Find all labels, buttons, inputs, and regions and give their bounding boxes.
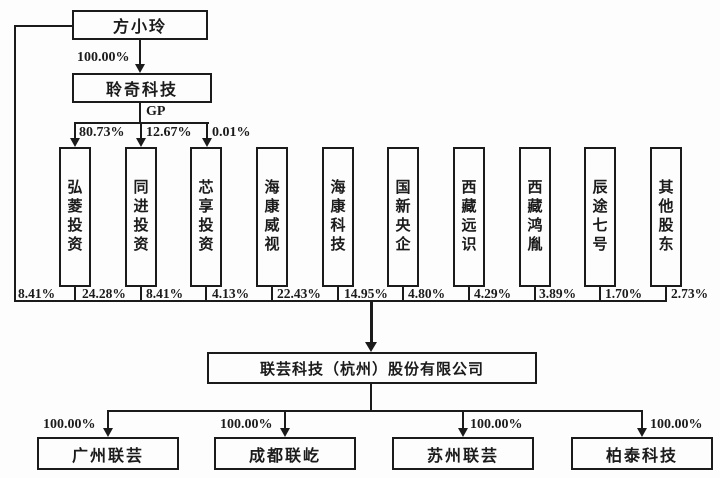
shareholder-pct: 24.28% [82, 286, 126, 301]
connector-line [14, 25, 72, 27]
connector-line [74, 287, 76, 302]
shareholder-box: 海康科技 [322, 147, 354, 287]
subsidiary-box: 柏泰科技 [571, 437, 713, 470]
arrow-down-icon [103, 428, 113, 437]
connector-line [462, 410, 464, 430]
shareholder-box: 同进投资 [125, 147, 157, 287]
shareholder-box: 弘菱投资 [59, 147, 91, 287]
connector-line [205, 287, 207, 302]
direct-owner-pct: 8.41% [18, 286, 56, 301]
arrow-down-icon [280, 428, 290, 437]
connector-line [74, 122, 76, 141]
connector-line [107, 410, 109, 430]
subsidiary-pct: 100.00% [650, 417, 703, 432]
shareholder-box: 其他股东 [650, 147, 682, 287]
connector-line [139, 40, 141, 66]
shareholder-name: 西藏远识 [461, 179, 477, 254]
shareholder-name: 其他股东 [658, 179, 674, 254]
arrow-down-icon [136, 138, 146, 147]
subsidiary-box: 广州联芸 [37, 437, 179, 470]
shareholder-box: 国新央企 [387, 147, 419, 287]
connector-line [14, 25, 16, 302]
arrow-down-icon [135, 64, 145, 73]
owner-to-gp-pct: 100.00% [77, 50, 130, 65]
owner-box: 方小玲 [72, 10, 208, 40]
connector-line [140, 287, 142, 302]
subsidiary-box: 苏州联芸 [392, 437, 534, 470]
gp-stake-pct: 0.01% [212, 125, 251, 140]
company-box: 联芸科技（杭州）股份有限公司 [207, 352, 537, 384]
shareholder-name: 辰途七号 [592, 179, 608, 254]
shareholder-pct: 8.41% [146, 286, 184, 301]
subsidiary-pct: 100.00% [43, 417, 96, 432]
gp-stake-pct: 80.73% [79, 125, 125, 140]
shareholder-name: 西藏鸿胤 [527, 179, 543, 254]
subsidiary-box: 成都联屹 [214, 437, 356, 470]
subsidiary-pct: 100.00% [470, 417, 523, 432]
shareholder-pct: 14.95% [344, 286, 388, 301]
subsidiary-pct: 100.00% [220, 417, 273, 432]
gp-entity-box: 聆奇科技 [72, 73, 212, 103]
connector-line [665, 287, 667, 302]
arrow-down-icon [458, 428, 468, 437]
gp-stake-pct: 12.67% [146, 125, 192, 140]
connector-line [206, 122, 208, 141]
shareholder-name: 海康威视 [264, 179, 280, 254]
ownership-bus-line [14, 300, 667, 302]
shareholder-pct: 4.80% [408, 286, 446, 301]
owner-name: 方小玲 [112, 19, 167, 36]
shareholder-box: 辰途七号 [584, 147, 616, 287]
shareholder-pct: 3.89% [539, 286, 577, 301]
shareholder-name: 国新央企 [395, 179, 411, 254]
arrow-down-icon [202, 138, 212, 147]
connector-line [370, 302, 373, 344]
connector-line [402, 287, 404, 302]
connector-line [140, 122, 142, 141]
connector-line [534, 287, 536, 302]
company-name: 联芸科技（杭州）股份有限公司 [259, 361, 484, 378]
subsidiary-name: 成都联屹 [248, 447, 321, 465]
shareholder-name: 芯享投资 [198, 179, 214, 254]
gp-label: GP [146, 104, 166, 119]
connector-line [139, 103, 141, 123]
subsidiary-name: 柏泰科技 [605, 447, 678, 465]
shareholder-box: 西藏远识 [453, 147, 485, 287]
gp-entity-name: 聆奇科技 [105, 82, 178, 99]
shareholder-box: 海康威视 [256, 147, 288, 287]
subsidiary-name: 苏州联芸 [426, 447, 499, 465]
connector-line [107, 410, 643, 412]
arrow-down-icon [365, 342, 377, 352]
shareholder-name: 同进投资 [133, 179, 149, 254]
connector-line [468, 287, 470, 302]
connector-line [641, 410, 643, 430]
shareholder-pct: 1.70% [605, 286, 643, 301]
connector-line [370, 384, 372, 412]
shareholder-name: 弘菱投资 [67, 179, 83, 254]
arrow-down-icon [637, 428, 647, 437]
shareholder-name: 海康科技 [330, 179, 346, 254]
shareholder-pct: 4.13% [212, 286, 250, 301]
connector-line [271, 287, 273, 302]
shareholder-box: 芯享投资 [190, 147, 222, 287]
shareholder-pct: 22.43% [277, 286, 321, 301]
connector-line [284, 410, 286, 430]
subsidiary-name: 广州联芸 [71, 447, 144, 465]
arrow-down-icon [70, 138, 80, 147]
shareholder-box: 西藏鸿胤 [519, 147, 551, 287]
connector-line [337, 287, 339, 302]
connector-line [599, 287, 601, 302]
shareholder-pct: 4.29% [474, 286, 512, 301]
shareholder-pct: 2.73% [671, 286, 709, 301]
